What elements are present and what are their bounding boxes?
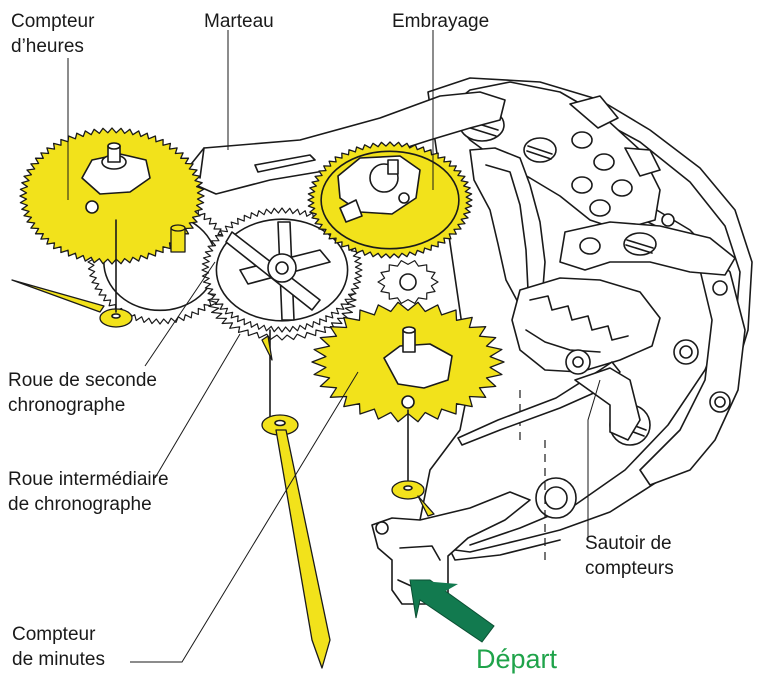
counter-jumper-label-line1: Sautoir de [585,533,672,554]
seconds-wheel-label-line1: Roue de seconde [8,370,157,391]
minute-counter-label: Compteur de minutes [12,622,105,672]
hour-hand [11,219,133,328]
leader-lines [67,30,601,663]
start-arrow-icon [409,579,495,643]
minute-hand [391,409,435,517]
intermediate-wheel-label-line2: de chronographe [8,494,152,515]
intermediate-wheel-label: Roue intermédiaire de chronographe [8,467,169,517]
counter-jumper-spring [457,361,641,446]
hour-counter-gear [19,127,205,265]
seconds-wheel-label-line2: chronographe [8,395,126,416]
counter-jumper-label: Sautoir de compteurs [585,531,674,581]
hour-counter-label-line1: Compteur [11,11,95,32]
minute-counter-gear [311,301,505,423]
minute-counter-label-line2: de minutes [12,649,105,670]
start-label: Départ [476,644,558,674]
seconds-wheel-label: Roue de seconde chronographe [8,368,157,418]
seconds-hand [261,329,331,669]
central-mechanism [511,277,661,375]
hammer-part [179,91,506,195]
mid-bridge [559,221,736,276]
hour-counter-label: Compteur d’heures [11,9,94,59]
clutch-wheel-gear [307,141,473,259]
start-lever [371,491,531,605]
small-pinion-gear [377,260,439,304]
minute-counter-label-line1: Compteur [12,624,96,645]
intermediate-wheel-gear [201,207,363,341]
counter-jumper-label-line2: compteurs [585,558,674,579]
clutch-label: Embrayage [392,11,490,32]
hour-counter-label-line2: d’heures [11,36,84,57]
intermediate-wheel-label-line1: Roue intermédiaire [8,469,169,490]
hammer-label: Marteau [204,11,274,32]
